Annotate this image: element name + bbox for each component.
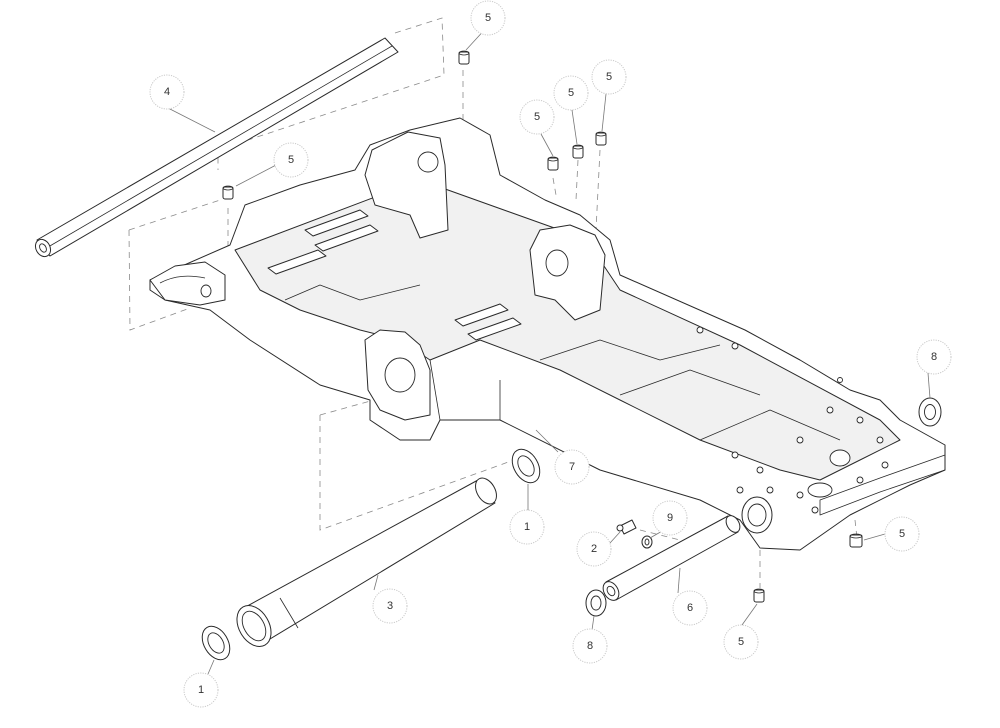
callout-3: 3 (372, 588, 408, 624)
part-8-washer-rear (918, 397, 942, 427)
callout-label: 5 (485, 12, 491, 24)
callout-7: 7 (554, 449, 590, 485)
callout-5-bottom: 5 (723, 624, 759, 660)
callout-label: 6 (687, 602, 693, 614)
part-1-bushing-rear (511, 448, 541, 484)
callout-label: 5 (568, 87, 574, 99)
callout-label: 5 (899, 528, 905, 540)
part-5-screw-c (572, 144, 584, 159)
callout-5-mid-a: 5 (519, 99, 555, 135)
part-5-screw-a (222, 185, 234, 200)
callout-5-mid-c: 5 (591, 59, 627, 95)
callout-label: 1 (198, 684, 204, 696)
callout-label: 9 (667, 512, 673, 524)
part-5-screw-b (547, 156, 559, 171)
callout-4: 4 (149, 74, 185, 110)
callout-label: 1 (524, 521, 530, 533)
callout-label: 4 (164, 86, 170, 98)
part-5-screw-d (595, 131, 607, 146)
part-5-screw-f (753, 588, 765, 603)
part-5-screw-e (849, 533, 863, 548)
callout-label: 5 (606, 71, 612, 83)
callout-label: 8 (931, 351, 937, 363)
part-1-bushing-front (201, 625, 231, 661)
part-2-grease-nipple (616, 519, 637, 535)
callout-5-mid-b: 5 (553, 75, 589, 111)
part-8-washer-front (585, 589, 607, 617)
callout-label: 5 (288, 154, 294, 166)
callout-label: 8 (587, 640, 593, 652)
callout-1-bottom: 1 (183, 672, 219, 708)
callout-8-right: 8 (916, 339, 952, 375)
part-7-main-frame (149, 117, 946, 551)
callout-6: 6 (672, 590, 708, 626)
part-6-pin (602, 515, 741, 601)
callout-label: 5 (738, 636, 744, 648)
callout-8-bottom: 8 (572, 628, 608, 664)
part-3-main-tube (236, 477, 497, 647)
callout-5-top: 5 (470, 0, 506, 36)
callout-label: 3 (387, 600, 393, 612)
callout-9: 9 (652, 500, 688, 536)
part-4-upper-rod (34, 37, 399, 258)
callout-5-left: 5 (273, 142, 309, 178)
part-9-ring (641, 535, 653, 549)
callout-2: 2 (576, 531, 612, 567)
callout-1-center: 1 (509, 509, 545, 545)
leader-lines (167, 25, 931, 675)
part-5-screw-top (458, 50, 470, 65)
callout-label: 7 (569, 461, 575, 473)
callout-5-right: 5 (884, 516, 920, 552)
callout-label: 2 (591, 543, 597, 555)
callout-label: 5 (534, 111, 540, 123)
